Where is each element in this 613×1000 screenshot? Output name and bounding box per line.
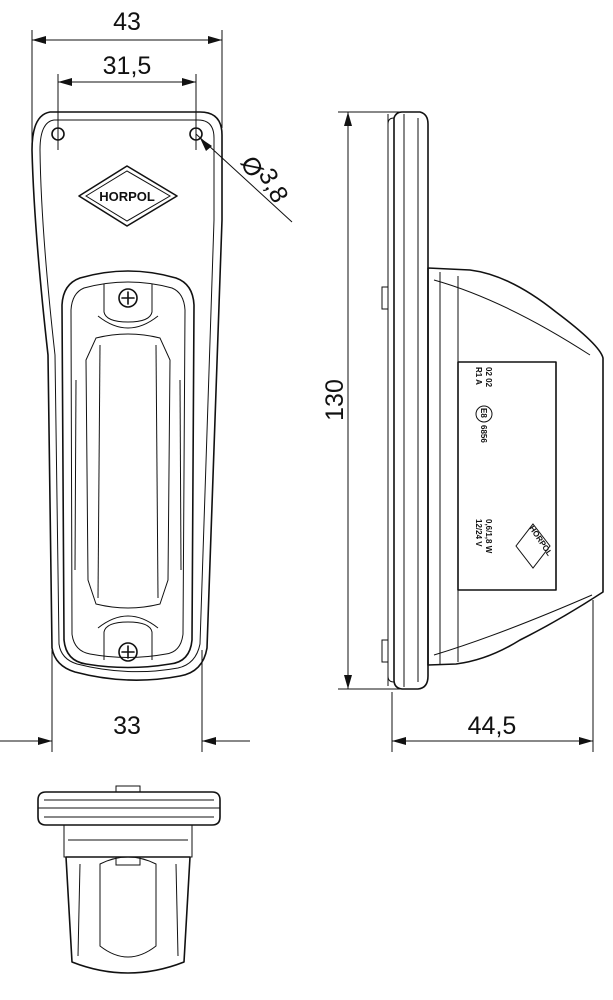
dimension-base-width-text: 33 <box>113 712 141 740</box>
label-approval-number: 6856 <box>479 425 488 443</box>
label-line2: 02 02 <box>484 367 493 388</box>
label-line1: R1 A <box>474 367 483 385</box>
dimension-hole-spacing: 31,5 <box>57 52 197 150</box>
label-approval-mark: E8 <box>479 408 488 418</box>
dimension-base-width: 33 <box>0 650 250 752</box>
dimension-hole-spacing-text: 31,5 <box>103 52 152 80</box>
lens-housing-inner <box>70 281 186 658</box>
screw-bottom <box>118 642 138 662</box>
bottom-view <box>37 785 221 974</box>
side-label-logo: HORPOL <box>515 523 554 569</box>
lens-body <box>85 333 171 609</box>
bottom-plate-outline <box>37 791 221 826</box>
label-voltage: 12/24 V <box>474 519 483 547</box>
bottom-lens-outline <box>65 856 191 974</box>
front-plate-inner <box>39 119 215 673</box>
approval-mark-circle <box>475 405 493 423</box>
side-label-logo-text: HORPOL <box>527 524 554 557</box>
dimension-height: 130 <box>321 111 404 690</box>
dimension-overall-width: 43 <box>31 8 223 148</box>
dimension-depth-text: 44,5 <box>468 712 517 740</box>
front-body-outline <box>31 111 223 681</box>
side-label-plate <box>457 361 557 591</box>
dimension-height-text: 130 <box>321 379 349 421</box>
brand-logo-text: HORPOL <box>99 189 155 204</box>
dimension-depth: 44,5 <box>391 600 594 752</box>
front-view: HORPOL <box>31 111 223 681</box>
dimension-hole-diameter: Ø 3,8 <box>195 133 294 223</box>
lens-housing-outer <box>61 270 195 669</box>
side-lens-housing <box>427 267 604 666</box>
side-mounting-plate <box>393 111 429 690</box>
screw-top <box>118 288 138 308</box>
label-power: 0,6/1,8 W <box>484 519 493 554</box>
dimension-overall-width-text: 43 <box>113 8 141 36</box>
brand-logo: HORPOL <box>78 165 178 227</box>
side-label: R1 A 02 02 E8 6856 12/24 V 0,6/1,8 W <box>474 367 493 554</box>
side-view: R1 A 02 02 E8 6856 12/24 V 0,6/1,8 W HOR… <box>381 111 604 690</box>
